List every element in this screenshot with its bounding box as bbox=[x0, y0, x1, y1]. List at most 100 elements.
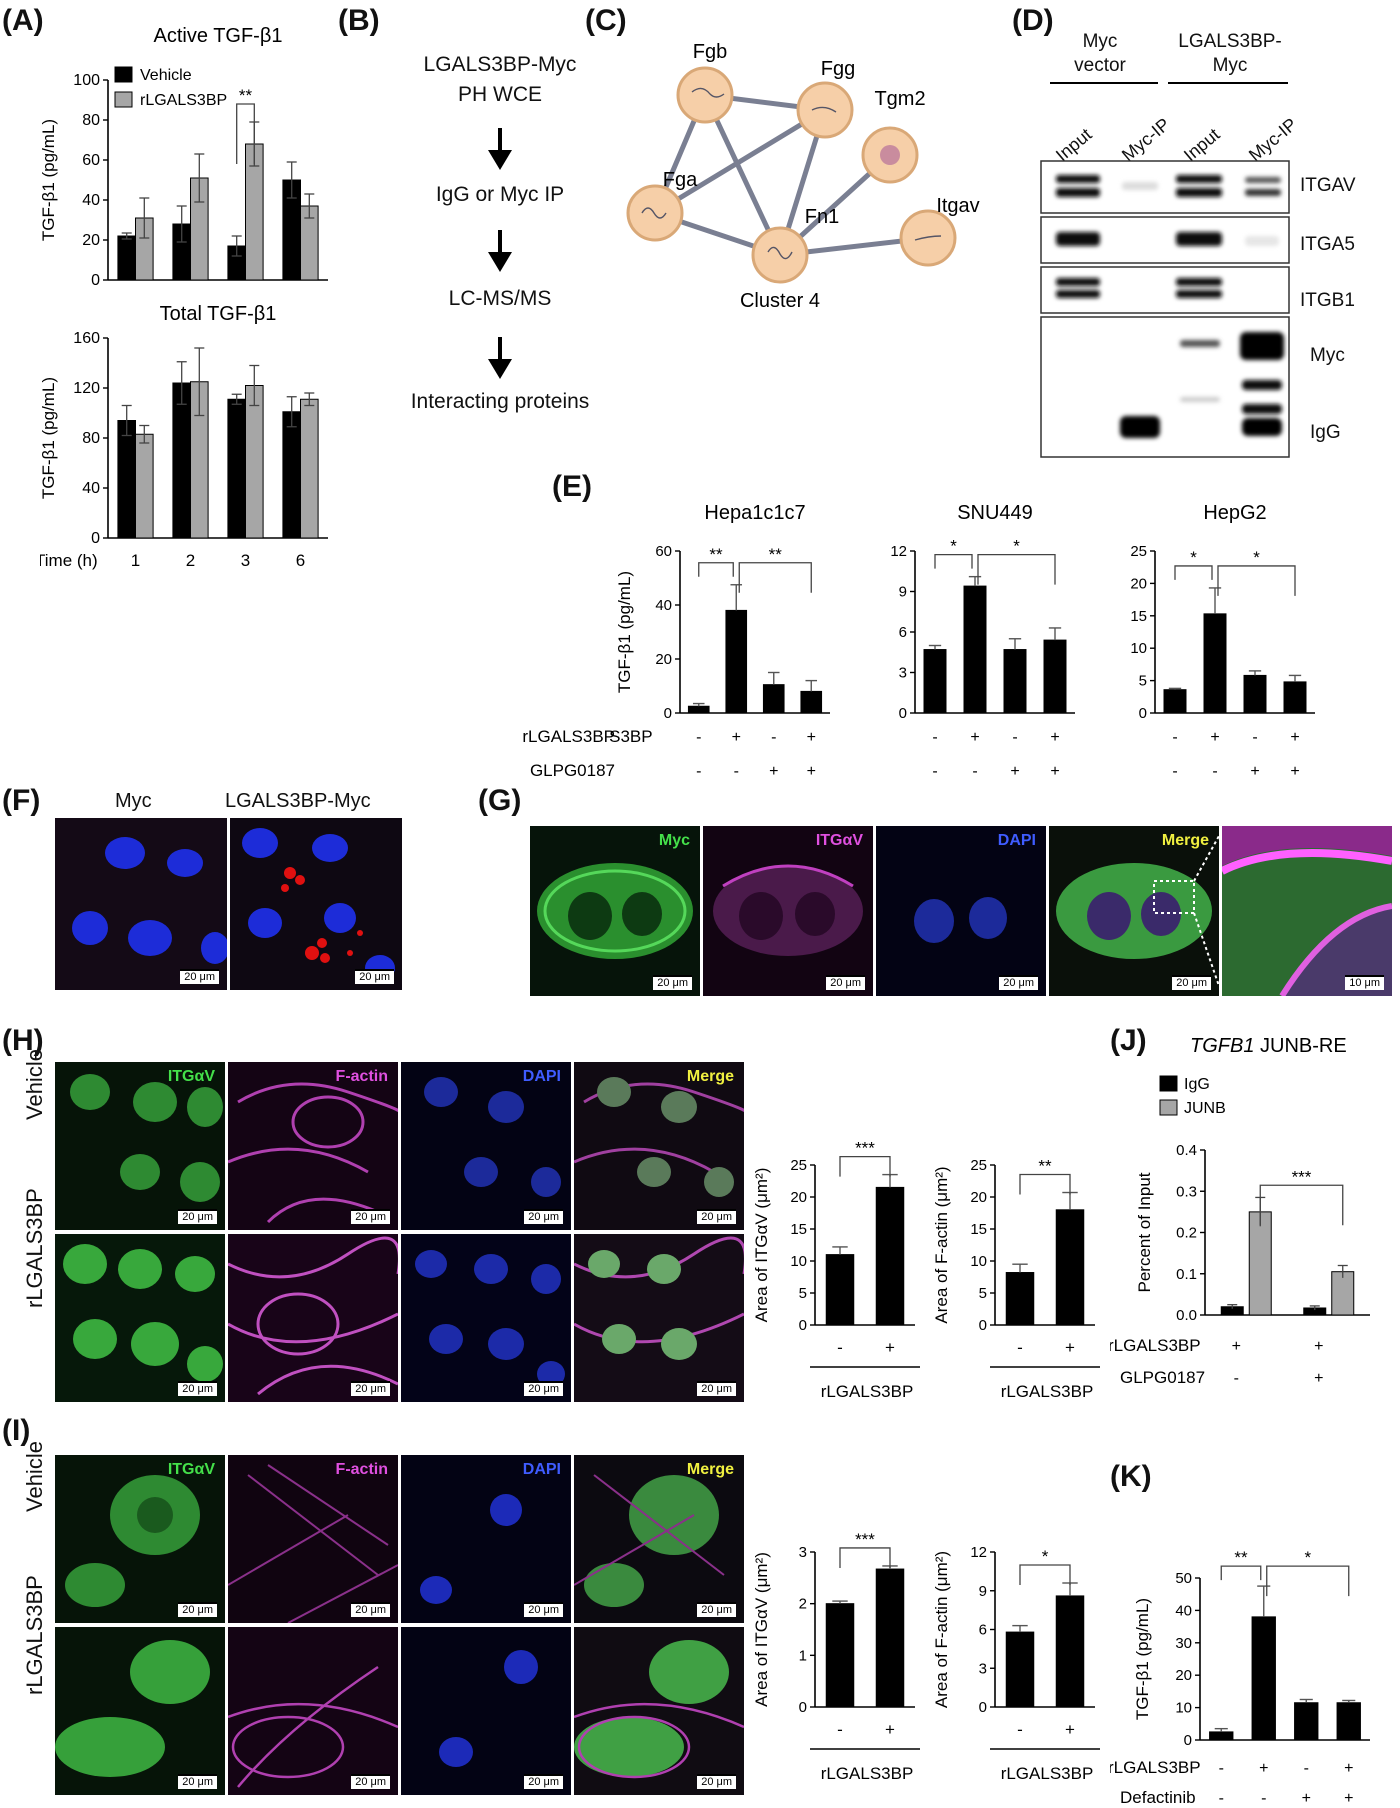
sig-bracket bbox=[698, 562, 734, 577]
y-tick-label: 0 bbox=[1184, 1732, 1192, 1749]
y-axis-label: Area of ITGαV (μm²) bbox=[752, 1168, 771, 1323]
y-tick-label: 40 bbox=[82, 192, 100, 209]
channel-label-dapi: DAPI bbox=[522, 1068, 561, 1085]
scale-bar: 20 μm bbox=[180, 969, 219, 984]
node-label-tgm2: Tgm2 bbox=[874, 88, 925, 110]
sig-bracket bbox=[738, 562, 812, 593]
treatment-mark: - bbox=[1212, 763, 1217, 780]
legend-label: rLGALS3BP bbox=[140, 92, 227, 109]
row-label: rLGALS3BP bbox=[1110, 1336, 1201, 1355]
y-tick-label: 20 bbox=[82, 232, 100, 249]
y-tick-label: 25 bbox=[1130, 543, 1147, 560]
blot-group-2: LGALS3BP- Myc bbox=[1165, 30, 1295, 78]
band-label-itgb1: ITGB1 bbox=[1300, 290, 1355, 311]
treatment-mark: - bbox=[1172, 763, 1177, 780]
node-fgg bbox=[796, 81, 854, 139]
micrograph-i-rlg-dapi: 20 μm bbox=[401, 1627, 571, 1795]
node-label-fgg: Fgg bbox=[821, 58, 855, 80]
treatment-mark: - bbox=[696, 729, 701, 746]
scale-bar: 20 μm bbox=[524, 1602, 563, 1617]
legend-swatch bbox=[1159, 1075, 1178, 1092]
title-gene: TGFB1 bbox=[1190, 1035, 1254, 1057]
treatment-mark: - bbox=[1219, 1790, 1224, 1805]
sig-bracket bbox=[839, 1155, 891, 1177]
sig-marker: ** bbox=[1038, 1157, 1052, 1176]
treatment-label: rLGALS3BP bbox=[821, 1764, 914, 1783]
y-tick-label: 20 bbox=[970, 1189, 987, 1206]
x-axis-label: Time (h) bbox=[40, 551, 98, 570]
blot-group-2-line2: Myc bbox=[1212, 55, 1248, 76]
y-tick-label: 5 bbox=[799, 1285, 807, 1302]
treatment-mark: - bbox=[734, 763, 739, 780]
blot-group-2-line bbox=[1168, 82, 1288, 84]
y-axis-label: TGF-β1 (pg/mL) bbox=[40, 119, 58, 241]
treatment-mark: + bbox=[1010, 763, 1019, 780]
bar bbox=[300, 398, 319, 539]
flow-step-1-line2: PH WCE bbox=[458, 83, 542, 106]
y-tick-label: 5 bbox=[979, 1285, 987, 1302]
treatment-mark: + bbox=[1250, 763, 1259, 780]
legend-label: JUNB bbox=[1184, 1100, 1226, 1117]
bar bbox=[800, 690, 823, 714]
y-axis-label: TGF-β1 (pg/mL) bbox=[40, 377, 58, 499]
y-tick-label: 80 bbox=[82, 430, 100, 447]
y-tick-label: 40 bbox=[82, 480, 100, 497]
y-axis-label: Area of ITGαV (μm²) bbox=[752, 1552, 771, 1707]
treatment-mark: - bbox=[1219, 1760, 1224, 1777]
scale-bar: 20 μm bbox=[351, 1774, 390, 1789]
chart-title: Total TGF-β1 bbox=[160, 303, 277, 325]
y-tick-label: 0 bbox=[799, 1317, 807, 1334]
micrograph-i-veh-factin: F-actin 20 μm bbox=[228, 1455, 398, 1623]
treatment-mark: - bbox=[837, 1720, 843, 1739]
sig-marker: ** bbox=[239, 86, 253, 105]
treatment-mark: + bbox=[1344, 1790, 1353, 1805]
bar bbox=[282, 411, 301, 539]
y-tick-label: 20 bbox=[655, 651, 672, 668]
treatment-mark: + bbox=[1050, 763, 1059, 780]
micrograph-i-rlg-merge: 20 μm bbox=[574, 1627, 744, 1795]
micrograph-f-lgals3bp: 20 μm bbox=[230, 818, 402, 990]
treatment-mark: - bbox=[1017, 1720, 1023, 1739]
flow-step-1: LGALS3BP-Myc PH WCE bbox=[380, 50, 620, 110]
channel-label-itgav: ITGαV bbox=[167, 1461, 215, 1478]
bar bbox=[923, 649, 947, 714]
bar bbox=[227, 398, 246, 539]
treatment-mark: + bbox=[732, 729, 741, 746]
scale-bar: 20 μm bbox=[355, 969, 394, 984]
node-label-fn1: Fn1 bbox=[805, 206, 839, 228]
treatment-mark: - bbox=[1234, 1370, 1239, 1387]
band-label-igg: IgG bbox=[1310, 422, 1341, 443]
micrograph-h-rlg-itgav: 20 μm bbox=[55, 1234, 225, 1402]
node-fgb bbox=[676, 66, 734, 124]
y-tick-label: 0 bbox=[799, 1699, 807, 1716]
channel-label-merge: Merge bbox=[686, 1068, 734, 1085]
sig-bracket bbox=[934, 554, 973, 569]
bar bbox=[1005, 1272, 1035, 1326]
bar bbox=[1209, 1731, 1234, 1741]
chart-title: Hepa1c1c7 bbox=[704, 502, 805, 524]
micrograph-i-rlg-itgav: 20 μm bbox=[55, 1627, 225, 1795]
bar bbox=[825, 1603, 855, 1708]
panel-label-g: (G) bbox=[478, 784, 522, 817]
y-tick-label: 0 bbox=[1139, 705, 1147, 722]
sig-bracket bbox=[1266, 1565, 1350, 1597]
edge-fgb-fn1 bbox=[702, 92, 783, 258]
row-label: rLGALS3BP bbox=[1110, 1758, 1201, 1777]
f-title-myc: Myc bbox=[115, 790, 152, 812]
y-tick-label: 40 bbox=[655, 597, 672, 614]
chart-title: Active TGF-β1 bbox=[154, 25, 283, 47]
bar bbox=[172, 382, 191, 539]
scale-bar: 20 μm bbox=[351, 1381, 390, 1396]
micrograph-g-merge: Merge 20 μm bbox=[1049, 826, 1219, 996]
y-tick-label: 5 bbox=[1139, 673, 1147, 690]
micrograph-i-veh-itgav: ITGαV 20 μm bbox=[55, 1455, 225, 1623]
micrograph-h-rlg-factin: 20 μm bbox=[228, 1234, 398, 1402]
node-itgav bbox=[899, 209, 957, 267]
y-tick-label: 0 bbox=[979, 1317, 987, 1334]
bar bbox=[1055, 1595, 1085, 1708]
micrograph-h-rlg-merge: 20 μm bbox=[574, 1234, 744, 1402]
